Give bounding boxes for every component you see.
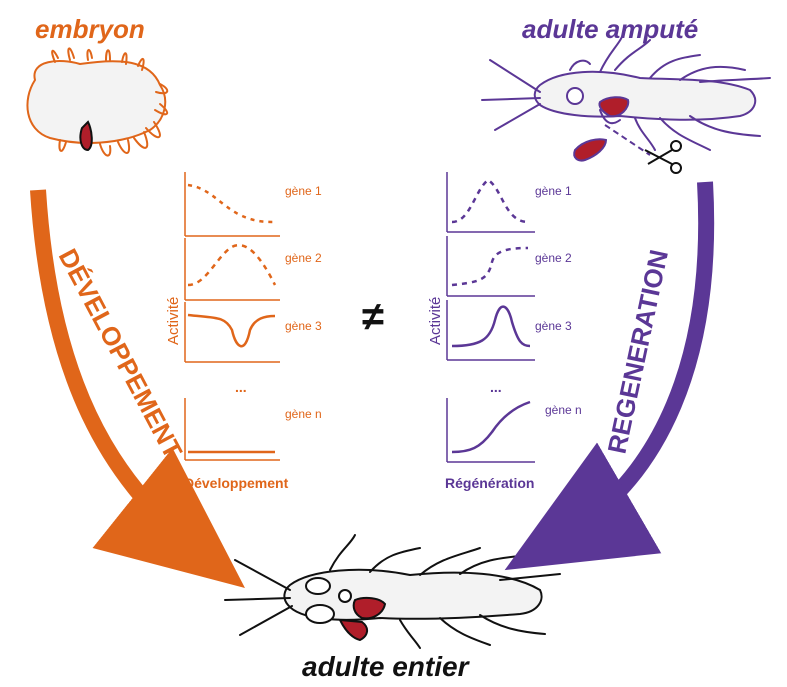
- whole-adult-illustration: [224, 534, 561, 649]
- embryo-tissue: [79, 120, 93, 152]
- development-arrow: [30, 189, 245, 588]
- severed-limb: [573, 138, 608, 162]
- embryo-illustration: [26, 47, 169, 157]
- reg-gene2-label: gène 2: [535, 251, 572, 265]
- reg-x-axis-label: Régénération: [445, 475, 534, 491]
- amputated-adult-illustration: [481, 29, 771, 151]
- development-panel: [184, 172, 280, 461]
- dev-gene3-label: gène 3: [285, 319, 322, 333]
- regeneration-panel: [446, 172, 535, 463]
- embryo-title: embryon: [35, 14, 145, 44]
- amputated-tissue: [598, 96, 630, 118]
- reg-y-axis-label: Activité: [427, 297, 444, 345]
- whole-adult-limb: [338, 618, 368, 642]
- dev-ellipsis: ...: [235, 379, 247, 395]
- dev-gene2-label: gène 2: [285, 251, 322, 265]
- whole-adult-title: adulte entier: [302, 651, 471, 682]
- reg-gene1-label: gène 1: [535, 184, 572, 198]
- dev-y-axis-label: Activité: [165, 297, 182, 345]
- regeneration-arrow: [504, 181, 715, 571]
- whole-adult-tissue: [352, 596, 387, 620]
- reg-genen-label: gène n: [545, 403, 582, 417]
- amputated-adult-title: adulte amputé: [522, 14, 698, 44]
- not-equal-sign: ≠: [362, 295, 384, 339]
- scissors-icon: [644, 140, 682, 174]
- dev-x-axis-label: Développement: [184, 475, 289, 491]
- dev-gene1-label: gène 1: [285, 184, 322, 198]
- reg-gene3-label: gène 3: [535, 319, 572, 333]
- dev-genen-label: gène n: [285, 407, 322, 421]
- cut-line: [604, 124, 651, 156]
- reg-ellipsis: ...: [490, 379, 502, 395]
